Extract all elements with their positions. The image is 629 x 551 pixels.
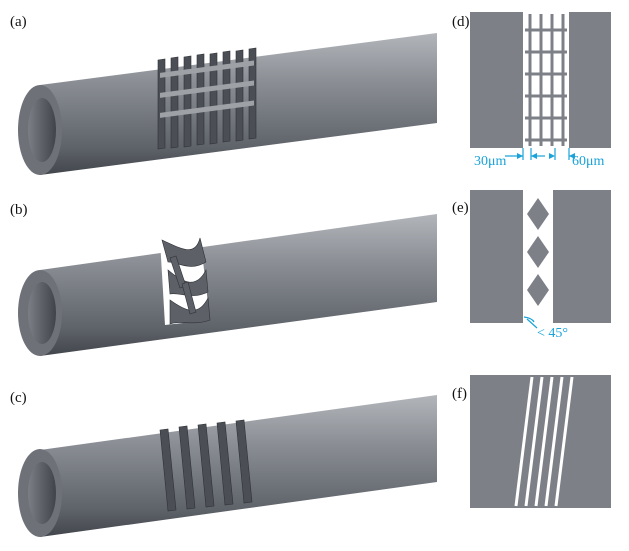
tube-c: (c) bbox=[10, 390, 437, 537]
slot-width-label: 30μm bbox=[474, 154, 507, 169]
angle-marker-e bbox=[523, 316, 538, 329]
panel-label-f: (f) bbox=[452, 386, 467, 402]
tube-b: (b) bbox=[10, 202, 437, 356]
angle-label: < 45° bbox=[537, 326, 568, 341]
cut-pattern-b bbox=[161, 237, 211, 325]
tube-a: (a) bbox=[10, 14, 437, 175]
dimension-lines-d bbox=[505, 148, 575, 160]
pattern-d: (d) 30μm 60μm bbox=[452, 12, 611, 169]
panel-label-b: (b) bbox=[10, 202, 28, 218]
cut-pattern-a bbox=[157, 47, 257, 150]
panel-label-e: (e) bbox=[452, 200, 469, 216]
helical-slots-f bbox=[514, 376, 574, 507]
panel-label-a: (a) bbox=[10, 14, 27, 30]
strut-pattern-d bbox=[525, 14, 567, 146]
cut-pattern-c bbox=[159, 419, 253, 512]
strut-width-label: 60μm bbox=[572, 154, 605, 169]
diamond-pattern-e bbox=[527, 198, 549, 306]
pattern-e: (e) < 45° bbox=[452, 190, 611, 341]
pattern-f: (f) bbox=[452, 375, 611, 508]
panel-label-d: (d) bbox=[452, 14, 470, 30]
panel-label-c: (c) bbox=[10, 390, 27, 406]
